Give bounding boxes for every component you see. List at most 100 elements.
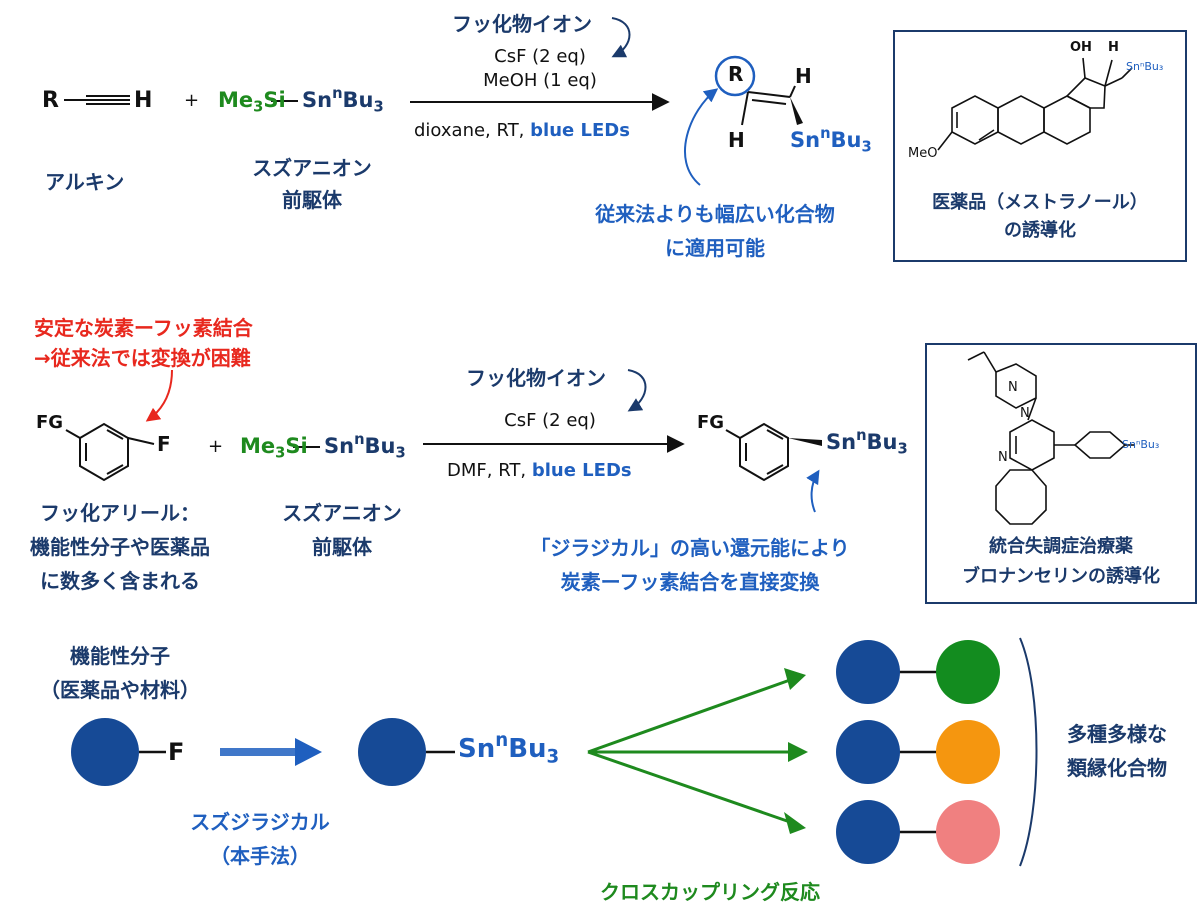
stable-bond-arrow: [145, 369, 173, 422]
stannyl2-sn: Sn: [324, 434, 355, 458]
silane2-si: Si: [285, 434, 308, 458]
condition-2-2: DMF, RT, blue LEDs: [447, 460, 632, 481]
mestranol-caption-2: の誘導化: [1004, 220, 1076, 241]
label-aryl-1: フッ化アリール：: [40, 501, 200, 525]
label-precursor-1: スズアニオン: [252, 156, 372, 180]
diverse-label-1: 多種多様な: [1067, 722, 1167, 746]
product1-stannyl: SnnBu3: [790, 125, 872, 156]
stannyl-sn: Sn: [302, 88, 333, 112]
silane-si: Si: [263, 88, 286, 112]
plus-2: +: [208, 436, 224, 457]
fluoride-curved-arrow-2: [627, 369, 647, 412]
silane-formula-1: Me3Si: [218, 88, 286, 116]
method-label-2: （本手法）: [210, 844, 310, 868]
label-aryl-3: に数多く含まれる: [40, 569, 200, 593]
node-sn-bu: Bu: [508, 734, 547, 764]
node-sn-n: n: [495, 730, 509, 752]
silane2-me-sub: 3: [275, 444, 286, 462]
node-sn-bu-sub: 3: [546, 746, 560, 768]
scope-note-1: 従来法よりも幅広い化合物: [595, 202, 835, 226]
blonanserin-box: [925, 343, 1197, 604]
product1-bu-sub: 3: [861, 138, 872, 156]
stannyl-formula-2: SnnBu3: [324, 431, 406, 462]
condition-1-3-blue: blue LEDs: [530, 120, 630, 141]
diverse-label-2: 類縁化合物: [1067, 756, 1167, 780]
mestranol-caption-1: 医薬品（メストラノール）: [932, 192, 1148, 213]
stable-bond-note-2: →従来法では変換が困難: [34, 346, 251, 370]
alkyne-r: R: [42, 88, 59, 113]
condition-2-1: CsF (2 eq): [504, 410, 596, 431]
product1-h-left: H: [728, 128, 745, 152]
product-pair-2: [836, 720, 1000, 784]
blonanserin-caption-2: ブロナンセリンの誘導化: [962, 566, 1160, 587]
r-highlight-circle: [714, 55, 756, 97]
stannyl2-n: n: [354, 431, 365, 449]
silane-me-sub: 3: [253, 98, 264, 116]
mestranol-vinyl-bond: [1104, 59, 1113, 87]
stannyl-bu: Bu: [342, 88, 374, 112]
func-molecule-1: 機能性分子: [70, 644, 170, 668]
fluoroarene-ring: [65, 422, 155, 482]
stannyl-formula-1: SnnBu3: [302, 86, 384, 116]
label-aryl-2: 機能性分子や医薬品: [30, 535, 210, 559]
mechanism-note-2: 炭素ーフッ素結合を直接変換: [560, 570, 820, 594]
plus-1: +: [184, 90, 200, 111]
stannyl2-bu: Bu: [364, 434, 396, 458]
product2-sn: Sn: [826, 430, 857, 454]
alkyne-h: H: [134, 88, 153, 113]
aryl-fg: FG: [36, 412, 64, 433]
label-alkyne: アルキン: [45, 170, 125, 194]
aryl-f: F: [157, 432, 171, 456]
fluoride-note-1: フッ化物イオン: [452, 12, 592, 36]
condition-2-2-plain: DMF, RT,: [447, 460, 532, 481]
node-f-circle: [71, 718, 139, 786]
blonanserin-caption-1: 統合失調症治療薬: [989, 536, 1133, 557]
product2-fg: FG: [697, 412, 725, 433]
cross-coupling-arrows: [587, 668, 808, 834]
condition-2-2-blue: blue LEDs: [531, 460, 632, 481]
product1-r: R: [728, 62, 744, 86]
label-precursor-1b: 前駆体: [282, 188, 342, 212]
product-pair-1: [836, 640, 1000, 704]
mestranol-h: H: [1108, 40, 1119, 55]
fluoride-note-2: フッ化物イオン: [466, 366, 606, 390]
mechanism-note-1: 「ジラジカル」の高い還元能により: [530, 536, 850, 560]
blonanserin-n1: N: [1008, 380, 1018, 395]
fluoride-curved-arrow-1: [611, 17, 631, 58]
label-precursor-2: スズアニオン: [282, 501, 402, 525]
condition-1-1: CsF (2 eq): [494, 46, 586, 67]
blonanserin-structure: [967, 351, 1135, 525]
aryl-sn-wedge: [788, 438, 822, 446]
arylstannane-ring: [725, 422, 789, 482]
node-sn-circle: [358, 718, 426, 786]
cross-coupling-label: クロスカップリング反応: [600, 880, 820, 904]
product2-stannyl: SnnBu3: [826, 427, 908, 458]
mechanism-curved-arrow: [806, 469, 820, 513]
product2-bu-sub: 3: [897, 440, 908, 458]
silane-me: Me: [218, 88, 254, 112]
silane-formula-2: Me3Si: [240, 434, 308, 462]
condition-1-3-plain: dioxane, RT,: [414, 120, 531, 141]
product2-n: n: [856, 427, 867, 445]
condition-1-3: dioxane, RT, blue LEDs: [414, 120, 630, 141]
node-sn-sn: Sn: [458, 734, 496, 764]
stannyl-bu-sub: 3: [373, 98, 384, 116]
node-sn-label: SnnBu3: [458, 731, 560, 768]
scope-curved-arrow: [684, 88, 719, 186]
alkyne-triple-bond: [64, 95, 130, 105]
method-arrow: [220, 738, 322, 766]
product1-bu: Bu: [830, 128, 862, 152]
product1-sn: Sn: [790, 128, 821, 152]
stannyl2-bu-sub: 3: [395, 444, 406, 462]
product2-bu: Bu: [866, 430, 898, 454]
scope-note-2: に適用可能: [665, 236, 765, 260]
blonanserin-n3: N: [998, 450, 1008, 465]
mestranol-meo: MeO: [908, 146, 938, 161]
wedge-bond: [790, 97, 803, 125]
mestranol-oh: OH: [1070, 40, 1092, 55]
func-molecule-2: （医薬品や材料）: [40, 678, 200, 702]
mestranol-stannyl: SnⁿBu₃: [1126, 60, 1164, 73]
product-pair-3: [836, 800, 1000, 864]
product1-n: n: [820, 125, 831, 143]
